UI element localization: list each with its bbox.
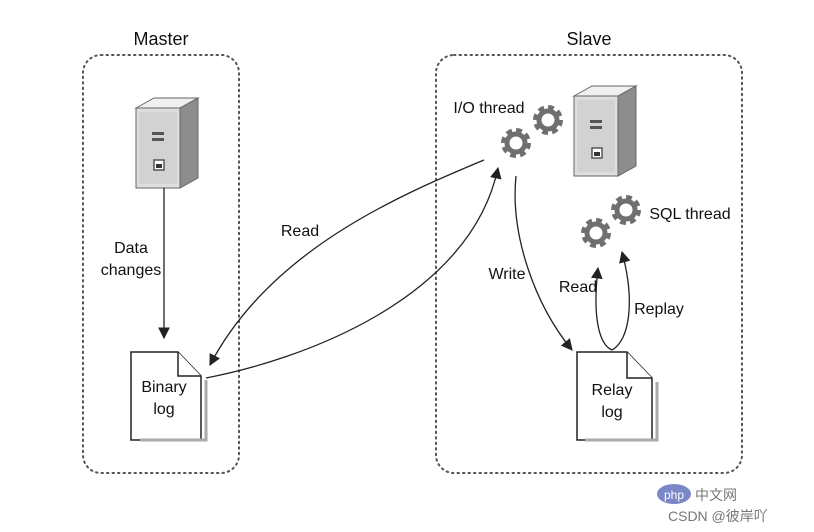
binary-log-label-1: Binary bbox=[141, 379, 186, 396]
watermark-credit: CSDN @彼岸吖 bbox=[668, 508, 768, 524]
io-gear-icon-1 bbox=[505, 132, 527, 154]
relay-log-label-1: Relay bbox=[592, 382, 633, 399]
io-thread-label: I/O thread bbox=[453, 100, 524, 117]
read-response-arrow bbox=[205, 166, 502, 379]
sql-read-label: Read bbox=[559, 279, 597, 296]
replay-label: Replay bbox=[634, 301, 684, 318]
relay-log-label-2: log bbox=[601, 404, 622, 421]
read-request-arrow bbox=[209, 159, 485, 367]
sql-gear-icon-1 bbox=[585, 222, 607, 244]
sql-thread-label: SQL thread bbox=[649, 206, 730, 223]
replay-arrow bbox=[611, 250, 631, 351]
data-changes-label-2: changes bbox=[101, 262, 162, 279]
watermark-site: 中文网 bbox=[695, 487, 737, 503]
slave-panel: Slave I/O thread SQL thread Write Read R… bbox=[435, 29, 743, 474]
master-title: Master bbox=[133, 29, 188, 49]
write-arrow bbox=[514, 175, 573, 351]
slave-title: Slave bbox=[566, 29, 611, 49]
sql-gear-icon-2 bbox=[615, 199, 637, 221]
write-label: Write bbox=[488, 266, 525, 283]
read-label: Read bbox=[281, 223, 319, 240]
watermark-badge: php bbox=[664, 488, 684, 502]
binary-log-label-2: log bbox=[153, 401, 174, 418]
master-server-icon bbox=[135, 97, 199, 189]
relay-log-icon bbox=[576, 351, 659, 442]
slave-server-icon bbox=[573, 85, 637, 177]
sql-read-arrow bbox=[590, 266, 613, 351]
master-panel: Master Data changes Binary log bbox=[82, 29, 240, 474]
watermark: php 中文网 CSDN @彼岸吖 bbox=[657, 484, 768, 524]
data-changes-label-1: Data bbox=[114, 240, 148, 257]
io-gear-icon-2 bbox=[537, 109, 559, 131]
binary-log-icon bbox=[130, 351, 208, 442]
